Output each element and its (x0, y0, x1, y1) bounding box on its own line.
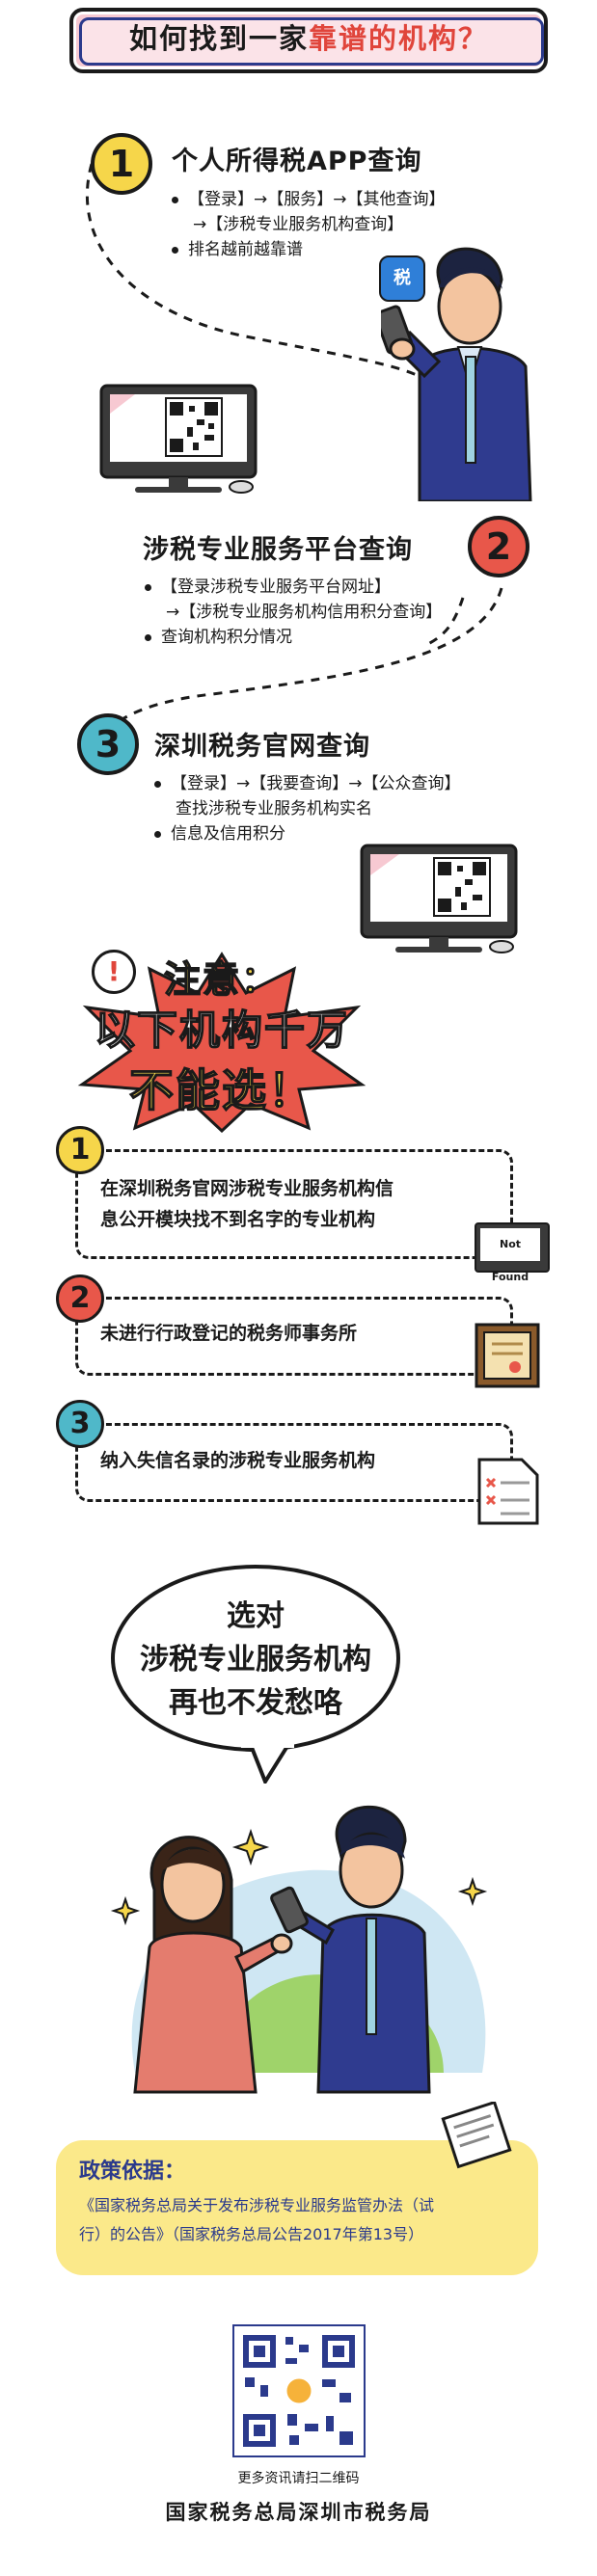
tax-app-icon: 税 (379, 255, 425, 302)
footer-qr-code[interactable] (231, 2323, 366, 2458)
policy-title: 政策依据： (79, 2160, 186, 2184)
bullet-dot (145, 583, 151, 591)
section1-line-3: 排名越前越靠谱 (172, 237, 303, 262)
bullet-dot (172, 246, 178, 254)
footer-org-name: 国家税务总局深圳市税务局 (165, 2501, 432, 2524)
woman-and-man-illustration (110, 1805, 488, 2094)
warn-number-3: 3 (56, 1400, 104, 1448)
warn-item-1-line-2: 息公开模块找不到名字的专业机构 (100, 1209, 376, 1230)
warning-title: 注意： (163, 957, 280, 1002)
scan-hint: 更多资讯请扫二维码 (237, 2471, 360, 2486)
section2-line-2: →【涉税专业服务机构信用积分查询】 (166, 603, 443, 622)
man-with-phone-illustration (381, 247, 532, 501)
warn-item-1-line-1: 在深圳税务官网涉税专业服务机构信 (100, 1178, 394, 1199)
warning-burst-shape (77, 952, 366, 1133)
section3-line-2: 查找涉税专业服务机构实名 (176, 799, 372, 818)
blacklist-document-icon (477, 1458, 539, 1525)
bubble-line-3: 再也不发愁咯 (169, 1686, 342, 1720)
step-number-1: 1 (91, 133, 152, 195)
policy-line-1: 《国家税务总局关于发布涉税专业服务监管办法（试 (79, 2196, 435, 2214)
warning-line-3: 不能选！ (128, 1063, 314, 1117)
warn-number-1: 1 (56, 1126, 104, 1174)
policy-line-2: 行）的公告》（国家税务总局公告2017年第13号） (79, 2225, 424, 2243)
step-number-2: 2 (468, 516, 529, 577)
warn-number-2: 2 (56, 1275, 104, 1323)
section1-line-1: 【登录】→【服务】→【其他查询】 (172, 187, 446, 212)
monitor-qr-illustration-1 (99, 384, 258, 494)
bullet-dot (154, 780, 161, 788)
monitor-qr-illustration-2 (360, 844, 518, 953)
bullet-dot (154, 830, 161, 838)
section2-line-1: 【登录涉税专业服务平台网址】 (145, 575, 391, 600)
warning-line-2: 以下机构千万 (94, 1006, 349, 1055)
section3-line-3: 信息及信用积分 (154, 821, 285, 846)
warning-icon: ! (92, 950, 136, 994)
section1-line-2: →【涉税专业服务机构查询】 (193, 215, 404, 234)
page-title: 如何找到一家靠谱的机构？ (128, 22, 489, 55)
step-number-3: 3 (77, 713, 139, 775)
section2-line-3: 查询机构积分情况 (145, 625, 292, 650)
policy-document-icon (441, 2102, 512, 2169)
bubble-line-1: 选对 (227, 1599, 285, 1633)
warn-item-3-text: 纳入失信名录的涉税专业服务机构 (100, 1450, 376, 1471)
section-title-app: 个人所得税APP查询 (172, 147, 422, 176)
section-title-website: 深圳税务官网查询 (154, 732, 370, 762)
warn-item-box-1 (75, 1149, 513, 1259)
speech-bubble-shape (111, 1565, 400, 1784)
bullet-dot (145, 633, 151, 641)
section-title-platform: 涉税专业服务平台查询 (143, 535, 413, 565)
certificate-frame-icon (475, 1323, 540, 1388)
title-banner-inner (79, 17, 544, 66)
bullet-dot (172, 196, 178, 203)
bubble-line-2: 涉税专业服务机构 (140, 1643, 371, 1677)
not-found-badge: Not Found (480, 1228, 540, 1283)
section3-line-1: 【登录】→【我要查询】→【公众查询】 (154, 771, 461, 796)
title-highlight: 靠谱的机构？ (309, 22, 489, 55)
warn-item-2-text: 未进行行政登记的税务师事务所 (100, 1323, 358, 1344)
